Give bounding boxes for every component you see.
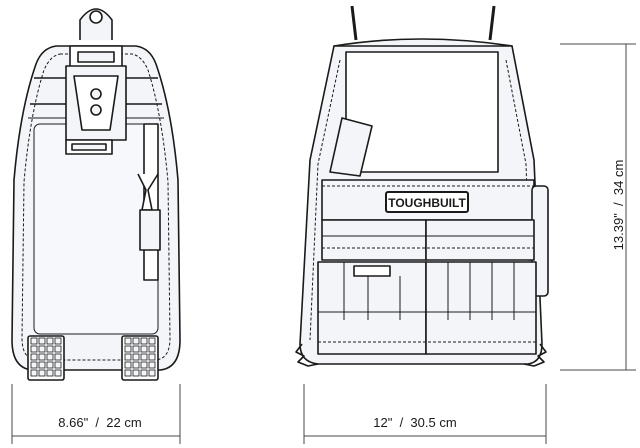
front-pocket-left-upper [321, 219, 427, 261]
front-foot-right [523, 343, 547, 367]
foot-grip-square [148, 337, 156, 345]
foot-grip-square [38, 369, 46, 377]
front-side-pocket [329, 117, 373, 177]
hanging-hole [89, 10, 103, 24]
rod-left [350, 5, 358, 41]
foot-grip-square [46, 353, 54, 361]
foot-grip-square [124, 337, 132, 345]
tool-loop-tab [139, 209, 161, 251]
foot-grip-square [148, 369, 156, 377]
clip-rivet-bottom [90, 104, 102, 116]
clip-tongue [73, 75, 119, 131]
foot-grip-square [140, 353, 148, 361]
clip-slot [77, 51, 115, 63]
dimension-width-side-label: 8.66" / 22 cm [58, 415, 142, 430]
dimension-height-label: 13.39" / 34 cm [611, 159, 626, 251]
front-interior-panel [345, 51, 499, 173]
front-pocket-right-upper [425, 219, 535, 261]
dimension-lines [11, 43, 636, 444]
foot-grip-square [38, 337, 46, 345]
foot-grip-square [140, 361, 148, 369]
foot-grip-square [38, 345, 46, 353]
foot-grip-square [54, 369, 62, 377]
foot-grip-square [124, 361, 132, 369]
foot-grip-square [38, 361, 46, 369]
foot-grip-square [46, 337, 54, 345]
brand-logo-plate [385, 191, 469, 213]
front-label-tab [353, 265, 391, 277]
foot-grip-square [148, 345, 156, 353]
foot-grip-square [54, 337, 62, 345]
foot-grip-square [30, 353, 38, 361]
clip-rivet-top [90, 88, 102, 100]
rod-right [488, 5, 496, 41]
foot-grip-square [54, 345, 62, 353]
foot-grip-square [132, 369, 140, 377]
foot-grip-square [124, 369, 132, 377]
foot-grip-square [46, 361, 54, 369]
foot-grip-square [30, 337, 38, 345]
side-foot-grid-right [124, 337, 156, 377]
side-foot-grid-left [30, 337, 62, 377]
foot-grip-square [38, 353, 46, 361]
foot-grip-square [140, 345, 148, 353]
front-stitch-left [309, 59, 341, 341]
foot-grip-square [46, 369, 54, 377]
foot-grip-square [132, 353, 140, 361]
foot-grip-square [124, 345, 132, 353]
foot-grip-square [30, 345, 38, 353]
clip-buckle-inner [71, 143, 107, 151]
brand-logo-text: TOUGHBUILT [388, 196, 466, 210]
hanging-loop [79, 8, 113, 40]
front-foot-left [295, 343, 319, 367]
front-stitch-right [505, 59, 533, 341]
foot-grip-square [132, 361, 140, 369]
front-pocket-right-lower [425, 261, 537, 355]
foot-grip-square [124, 353, 132, 361]
foot-grip-square [132, 345, 140, 353]
foot-grip-square [30, 361, 38, 369]
foot-grip-square [140, 369, 148, 377]
foot-grip-square [148, 361, 156, 369]
foot-grip-square [132, 337, 140, 345]
foot-grip-square [148, 353, 156, 361]
foot-grip-square [46, 345, 54, 353]
side-view [11, 8, 181, 381]
foot-grip-square [54, 361, 62, 369]
dimension-width-front-label: 12" / 30.5 cm [373, 415, 457, 430]
front-view [295, 5, 549, 367]
front-pocket-left-lower [317, 261, 427, 355]
foot-grip-square [30, 369, 38, 377]
foot-grip-square [140, 337, 148, 345]
foot-grip-square [54, 353, 62, 361]
